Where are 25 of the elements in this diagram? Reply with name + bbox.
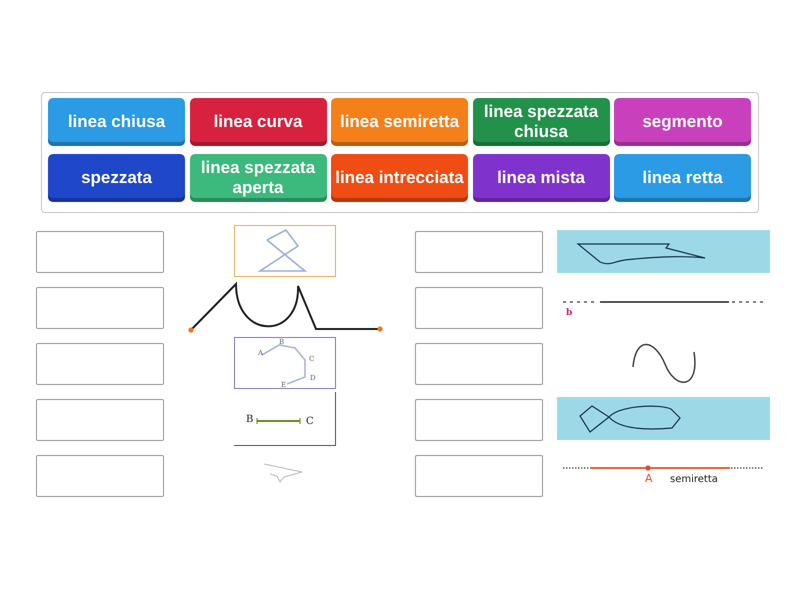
point-label: A	[645, 472, 653, 485]
answer-box	[415, 231, 543, 273]
answer-box	[415, 287, 543, 329]
answer-tile: linea semiretta	[331, 98, 468, 146]
answer-tile: linea spezzata aperta	[190, 154, 326, 202]
answer-box	[36, 287, 164, 329]
answer-tile: linea intrecciata	[331, 154, 468, 202]
answer-tile: segmento	[614, 98, 751, 146]
answer-tile: spezzata	[48, 154, 185, 202]
answer-tile: linea chiusa	[48, 98, 185, 146]
answer-tile: linea curva	[190, 98, 326, 146]
answer-box	[415, 343, 543, 385]
point-label: B	[246, 414, 254, 425]
answer-box	[36, 343, 164, 385]
point-label: b	[566, 308, 572, 318]
answer-box	[36, 231, 164, 273]
point-label: C	[306, 416, 314, 427]
drawing-caption: semiretta	[670, 474, 718, 485]
answer-box	[415, 455, 543, 497]
answer-box	[415, 399, 543, 441]
answer-box	[36, 399, 164, 441]
answer-tile: linea mista	[472, 154, 610, 202]
answer-box	[36, 455, 164, 497]
answer-tile: linea retta	[614, 154, 751, 202]
answer-tile: linea spezzata chiusa	[472, 98, 610, 146]
